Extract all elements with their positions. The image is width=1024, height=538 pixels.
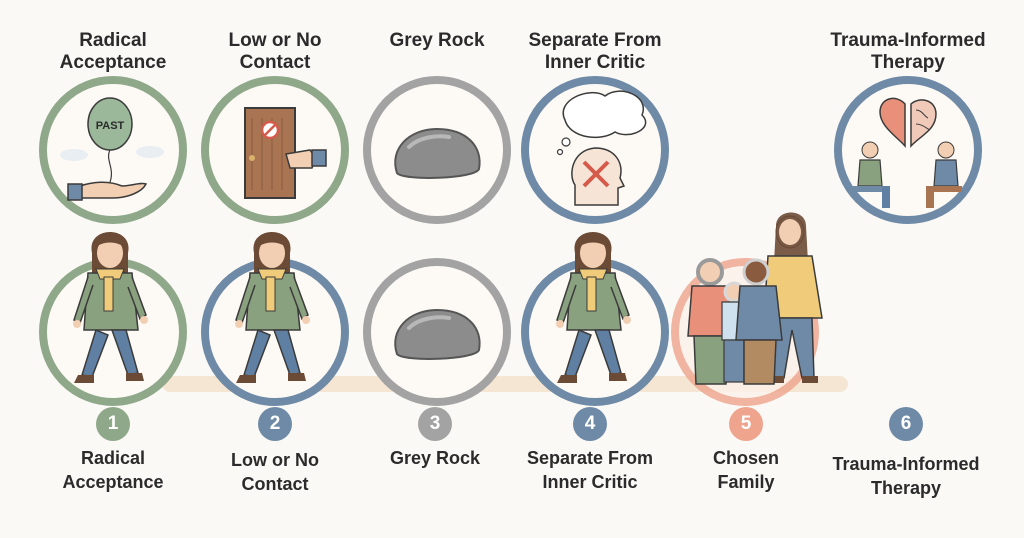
step-3-number: 3: [429, 413, 441, 434]
step-1-number: 1: [107, 413, 119, 434]
top-title-line1: Separate From: [528, 30, 662, 51]
top-circle-inner-critic: [521, 76, 669, 224]
step-2-label: Low or No Contact: [185, 448, 365, 496]
top-circle-low-contact: [201, 76, 349, 224]
step-label-line2: Inner Critic: [542, 472, 638, 492]
step-label-line2: Family: [717, 472, 775, 492]
step-4-label: Separate From Inner Critic: [500, 446, 680, 494]
top-title-inner-critic: Separate From Inner Critic: [505, 30, 685, 74]
top-title-line1: Grey Rock: [389, 30, 485, 51]
step-1-label: Radical Acceptance: [23, 446, 203, 494]
top-title-therapy: Trauma-Informed Therapy: [818, 30, 998, 74]
step-2-badge-bg: [258, 407, 292, 441]
top-title-low-contact: Low or No Contact: [185, 30, 365, 74]
top-title-radical-acceptance: Radical Acceptance: [23, 30, 203, 74]
balloon-text: PAST: [96, 120, 125, 132]
step-label-line1: Low or No: [231, 450, 319, 470]
top-title-line2: Inner Critic: [544, 52, 646, 73]
heart-brain-icon: [879, 97, 937, 148]
step-label-line2: Acceptance: [62, 472, 164, 492]
top-circle-grey-rock: [363, 76, 511, 224]
step-label-line2: Contact: [241, 474, 309, 494]
family-group-icon: [687, 212, 823, 385]
thought-cloud-icon: [556, 90, 647, 156]
step-3-badge-bg: [418, 407, 452, 441]
step-5-label: Chosen Family: [656, 446, 836, 494]
top-title-line1: Low or No: [228, 30, 322, 51]
top-title-line2: Contact: [239, 52, 311, 73]
top-title-line2: Therapy: [871, 52, 945, 73]
step-label-line2: Therapy: [870, 478, 942, 498]
step-label-line1: Grey Rock: [389, 448, 481, 468]
top-title-grey-rock: Grey Rock: [347, 30, 527, 52]
head-x-icon: [571, 147, 626, 206]
top-circle-radical-acceptance: PAST: [39, 76, 187, 224]
top-title-line2: Acceptance: [59, 52, 167, 73]
balloon-icon: [87, 97, 133, 183]
step-4-badge-bg: [573, 407, 607, 441]
top-title-line1: Radical: [79, 30, 147, 51]
step-label-line1: Trauma-Informed: [832, 454, 980, 474]
step-label-line1: Separate From: [526, 448, 654, 468]
top-title-line1: Trauma-Informed: [830, 30, 986, 51]
step-3-label: Grey Rock: [345, 446, 525, 470]
step-1-badge-bg: [96, 407, 130, 441]
step-5-badge-bg: [729, 407, 763, 441]
step-label-line1: Radical: [80, 448, 146, 468]
step-2-number: 2: [269, 413, 281, 434]
top-circle-therapy: [834, 76, 982, 224]
no-entry-icon: [260, 120, 280, 140]
step-5-number: 5: [740, 413, 752, 434]
hand-icon: [67, 181, 148, 201]
step-6-badge-bg: [889, 407, 923, 441]
step-6-number: 6: [900, 413, 912, 434]
step-4-number: 4: [584, 413, 596, 434]
step-label-line1: Chosen: [712, 448, 779, 468]
step-6-label: Trauma-Informed Therapy: [816, 452, 996, 500]
